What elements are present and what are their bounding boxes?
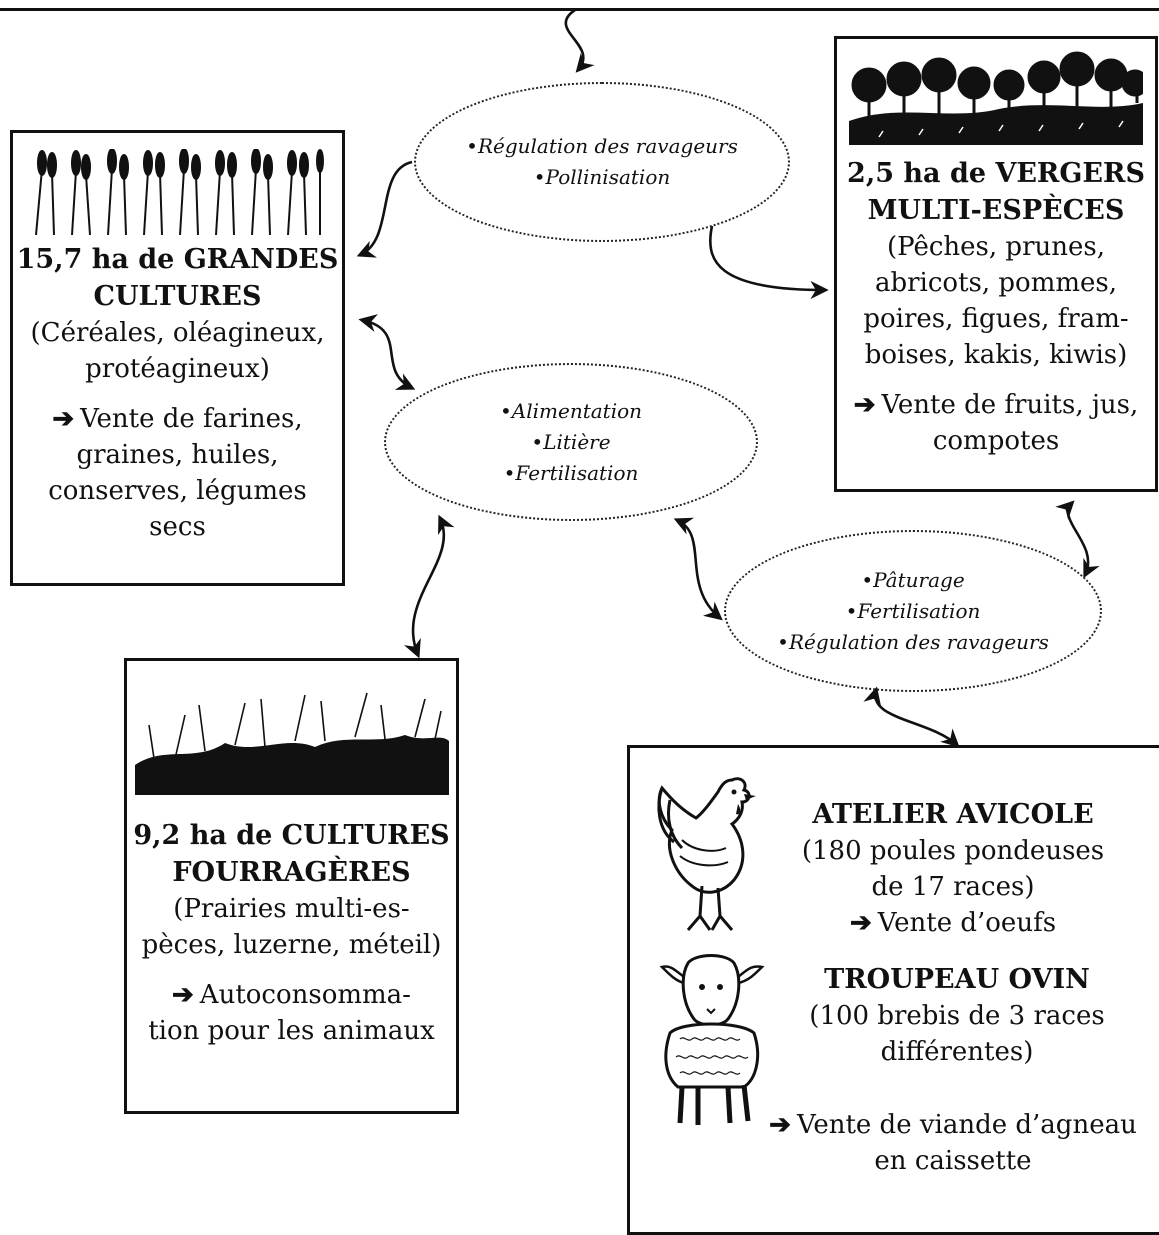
interaction-item: Régulation des ravageurs <box>777 627 1049 658</box>
interaction-oval-top: Régulation des ravageurs Pollinisation <box>414 82 790 242</box>
ovin-sale: ➔Vente de viande d’agneau en caissette <box>769 1110 1137 1176</box>
right-arrow-icon: ➔ <box>52 404 75 434</box>
vergers-box: 2,5 ha de VERGERS MULTI-ESPÈCES (Pêches,… <box>834 36 1158 492</box>
interaction-item: Régulation des ravageurs <box>466 131 738 162</box>
arrow-oval-to-grandes <box>356 160 413 258</box>
rooster-icon <box>657 777 756 931</box>
ovin-section: TROUPEAU OVIN (100 brebis de 3 races dif… <box>652 947 1144 1137</box>
grandes-cultures-sale: ➔Vente de farines, graines, huiles, cons… <box>48 404 307 542</box>
ovin-text: TROUPEAU OVIN (100 brebis de 3 races dif… <box>809 964 1105 1067</box>
top-box <box>0 0 1159 11</box>
grass-field-icon <box>134 692 449 795</box>
elevage-box: ATELIER AVICOLE (180 poules pondeuses de… <box>627 745 1159 1235</box>
grandes-cultures-title: 15,7 ha de GRANDES CULTURES <box>16 244 339 312</box>
interaction-item: Litière <box>531 427 610 458</box>
arrow-rightoval-elevage <box>863 686 960 748</box>
arrow-oval-to-vergers <box>708 225 829 300</box>
vergers-desc: (Pêches, prunes, abricots, pommes, poire… <box>863 232 1129 370</box>
interaction-item: Fertilisation <box>846 596 980 627</box>
right-arrow-icon: ➔ <box>172 980 194 1010</box>
interaction-item: Alimentation <box>500 396 642 427</box>
arrow-grandes-center <box>358 314 416 390</box>
arrow-vergers-rightoval <box>1055 500 1100 579</box>
lamb-icon <box>659 954 765 1125</box>
avicole-section: ATELIER AVICOLE (180 poules pondeuses de… <box>652 770 1144 941</box>
avicole-text: ATELIER AVICOLE (180 poules pondeuses de… <box>801 799 1105 938</box>
fourrageres-title: 9,2 ha de CULTURES FOURRAGÈRES <box>133 820 450 888</box>
orchard-icon <box>849 51 1143 145</box>
interaction-oval-right: Pâturage Fertilisation Régulation des ra… <box>724 530 1102 692</box>
interaction-item: Pâturage <box>861 565 965 596</box>
interaction-item: Pollinisation <box>534 162 671 193</box>
interaction-oval-center: Alimentation Litière Fertilisation <box>384 363 758 521</box>
interaction-item: Fertilisation <box>504 458 638 489</box>
vergers-sale: ➔Vente de fruits, jus, compotes <box>853 390 1139 456</box>
arrow-center-rightoval <box>673 517 723 621</box>
fourrageres-box: 9,2 ha de CULTURES FOURRAGÈRES (Prairies… <box>124 658 459 1114</box>
right-arrow-icon: ➔ <box>849 908 872 938</box>
arrow-center-fourrageres <box>403 514 455 659</box>
grandes-cultures-box: 15,7 ha de GRANDES CULTURES (Céréales, o… <box>10 130 345 586</box>
fourrageres-desc: (Prairies multi-es- pèces, luzerne, méte… <box>141 894 442 960</box>
right-arrow-icon: ➔ <box>769 1110 791 1140</box>
right-arrow-icon: ➔ <box>853 390 876 420</box>
fourrageres-sale: ➔Autoconsomma- tion pour les animaux <box>148 980 435 1046</box>
wheat-field-icon <box>34 149 324 235</box>
vergers-title: 2,5 ha de VERGERS MULTI-ESPÈCES <box>847 158 1145 226</box>
arrow-top-to-oval <box>564 8 595 73</box>
grandes-cultures-desc: (Céréales, oléagineux, protéagineux) <box>30 318 325 384</box>
